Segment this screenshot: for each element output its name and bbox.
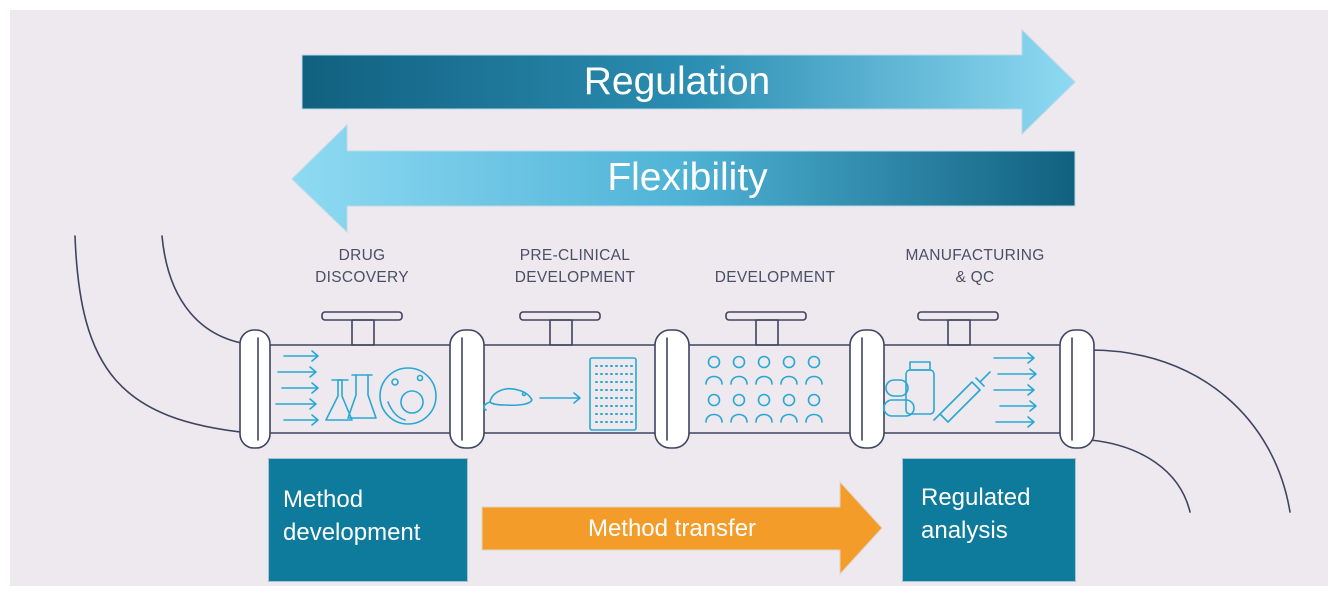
stage-label-line2: DEVELOPMENT	[514, 269, 636, 286]
flask-icon	[325, 374, 377, 421]
box-label-line2: analysis	[921, 517, 1008, 544]
box-label-line1: Regulated	[921, 484, 1031, 511]
right-elbow-pipe	[1089, 349, 1291, 513]
stage-label-line1: MANUFACTURING	[905, 247, 1045, 264]
valve-1	[321, 311, 403, 346]
regulation-label: Regulation	[583, 60, 771, 103]
valve-4	[917, 311, 999, 346]
flow-arrows-icon	[993, 352, 1037, 428]
box-label-line2: development	[283, 519, 421, 546]
coupling-5	[1059, 329, 1095, 449]
valve-2	[519, 311, 601, 346]
flow-arrows-icon	[275, 350, 319, 426]
regulation-arrow	[301, 28, 1076, 136]
syringe-icon	[933, 371, 991, 423]
left-elbow-pipe	[74, 235, 251, 434]
method-transfer-label: Method transfer	[587, 515, 757, 542]
stage-label-line1: PRE-CLINICAL	[519, 247, 631, 264]
well-plate-icon	[589, 357, 637, 431]
valve-3	[725, 311, 807, 346]
coupling-4	[849, 329, 885, 449]
regulated-analysis-box: Regulated analysis	[902, 458, 1076, 582]
stage-development: DEVELOPMENT	[690, 245, 860, 289]
coupling-3	[654, 329, 690, 449]
mouse-icon	[483, 387, 533, 411]
arrow-icon	[539, 392, 581, 404]
stage-pre-clinical-development: PRE-CLINICAL DEVELOPMENT	[490, 245, 660, 289]
stage-label-line1: DRUG	[338, 247, 386, 264]
stage-label-line2: & QC	[955, 269, 995, 286]
pipeline	[74, 235, 1291, 513]
box-label-line1: Method	[283, 486, 364, 513]
stage-manufacturing-qc: MANUFACTURING & QC	[880, 245, 1070, 289]
coupling-2	[449, 329, 485, 449]
stage-label-line2: DEVELOPMENT	[714, 269, 836, 286]
stage-label-line1	[690, 245, 860, 267]
method-transfer-arrow	[481, 480, 883, 576]
flexibility-arrow	[291, 123, 1076, 234]
stage-label-line2: DISCOVERY	[315, 269, 409, 286]
pills-icon	[883, 361, 935, 417]
cell-icon	[379, 367, 437, 425]
people-icon	[705, 355, 823, 423]
flexibility-label: Flexibility	[607, 156, 768, 199]
stage-drug-discovery: DRUG DISCOVERY	[292, 245, 432, 289]
method-development-box: Method development	[268, 458, 468, 582]
coupling-1	[239, 329, 271, 449]
